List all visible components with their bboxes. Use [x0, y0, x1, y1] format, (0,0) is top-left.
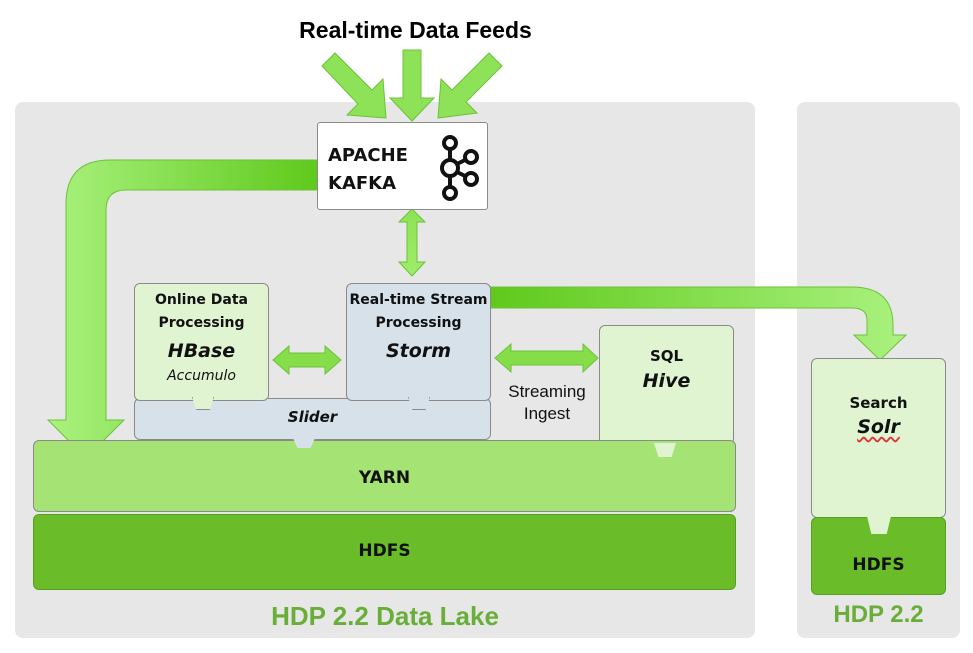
- feed-arrow-center: [388, 49, 436, 122]
- slider-label: Slider: [287, 408, 338, 426]
- hbase-box[interactable]: [134, 283, 269, 401]
- hive-tab-notch: [654, 443, 676, 457]
- hive-box[interactable]: [599, 325, 734, 445]
- data-lake-label: HDP 2.2 Data Lake: [271, 601, 499, 631]
- storm-box[interactable]: [346, 283, 491, 401]
- solr-box[interactable]: [811, 358, 946, 518]
- hdfs-layer[interactable]: [33, 514, 736, 590]
- kafka-storm-double-arrow: [397, 208, 427, 277]
- hbase-sub: Accumulo: [167, 368, 236, 384]
- feed-arrow-left: [321, 52, 387, 119]
- streaming-ingest-label: Streaming Ingest: [497, 381, 597, 425]
- storm-hive-double-arrow: [494, 342, 599, 374]
- hbase-line1: Online Data: [154, 292, 248, 308]
- storm-line1: Real-time Stream: [349, 292, 488, 308]
- kafka-line1: APACHE: [328, 145, 408, 166]
- streaming-ingest-line2: Ingest: [523, 404, 571, 423]
- solr-line1: Search: [849, 394, 908, 412]
- slider-tab-notch: [293, 438, 315, 448]
- diagram-title: Real-time Data Feeds: [299, 17, 532, 43]
- yarn-layer[interactable]: [33, 440, 736, 512]
- streaming-ingest-line1: Streaming: [508, 382, 586, 401]
- hive-line1: SQL: [649, 347, 684, 365]
- yarn-label: YARN: [358, 468, 411, 488]
- storm-line2: Processing: [375, 315, 462, 331]
- hdp-right-label: HDP 2.2: [833, 601, 924, 628]
- hdfs-label: HDFS: [358, 541, 411, 561]
- feed-arrow-right: [437, 52, 503, 119]
- kafka-line2: KAFKA: [328, 173, 397, 194]
- solr-name: Solr: [857, 416, 900, 438]
- slider-bar[interactable]: [134, 398, 491, 440]
- hbase-storm-double-arrow: [272, 344, 342, 376]
- hbase-name: HBase: [167, 340, 236, 362]
- hbase-line2: Processing: [158, 315, 245, 331]
- storm-name: Storm: [386, 340, 451, 362]
- hive-name: Hive: [642, 370, 691, 392]
- hdfs-right-label: HDFS: [852, 555, 905, 575]
- solr-tab-notch: [867, 516, 891, 534]
- kafka-logo-icon: [440, 135, 479, 201]
